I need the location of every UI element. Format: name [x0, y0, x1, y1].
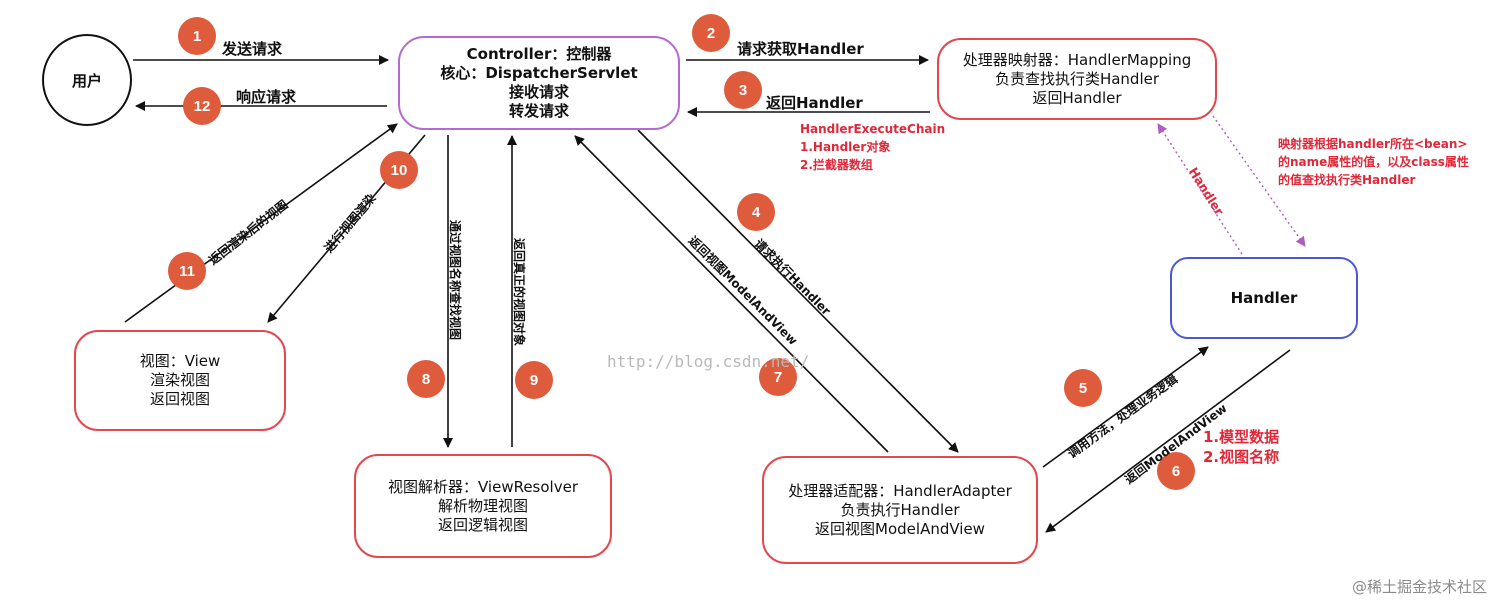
adapter-line-3: 返回视图ModelAndView [815, 519, 985, 538]
mapping-note-line-1: 映射器根据handler所在<bean> [1278, 137, 1468, 151]
mapping-note-line-3: 的值查找执行类Handler [1278, 173, 1416, 187]
mapping-line-2: 负责查找执行类Handler [994, 69, 1160, 88]
mapping-line-3: 返回Handler [1032, 88, 1122, 107]
step-label-12: 响应请求 [236, 88, 297, 106]
view-line-3: 返回视图 [149, 390, 210, 408]
view-line-2: 渲染视图 [149, 371, 210, 389]
watermark: http://blog.csdn.net/ [607, 352, 810, 371]
user-node: 用户 [42, 34, 132, 126]
resolver-line-1: 视图解析器：ViewResolver [387, 477, 578, 496]
step-badge-4: 4 [737, 193, 775, 231]
step-label-8: 通过视图名称查找视图 [448, 220, 462, 341]
user-label: 用户 [71, 71, 102, 90]
chain-note-line-2: 1.Handler对象 [800, 140, 891, 154]
view-resolver-node: 视图解析器：ViewResolver 解析物理视图 返回逻辑视图 [354, 454, 612, 558]
step-label-2: 请求获取Handler [737, 40, 864, 58]
resolver-line-2: 解析物理视图 [437, 496, 528, 515]
step-badge-7: 7 [759, 358, 797, 396]
step-badge-2: 2 [692, 14, 730, 52]
chain-note: HandlerExecuteChain 1.Handler对象 2.拦截器数组 [800, 120, 945, 174]
chain-note-line-3: 2.拦截器数组 [800, 158, 873, 172]
model-note-line-1: 1.模型数据 [1203, 428, 1280, 446]
step-badge-9: 9 [515, 361, 553, 399]
chain-note-line-1: HandlerExecuteChain [800, 122, 946, 136]
model-note: 1.模型数据 2.视图名称 [1203, 427, 1279, 467]
step-badge-8: 8 [407, 360, 445, 398]
arrow-6 [1045, 349, 1291, 533]
controller-line-4: 转发请求 [508, 102, 569, 120]
handler-adapter-node: 处理器适配器：HandlerAdapter 负责执行Handler 返回视图Mo… [762, 456, 1038, 564]
step-badge-12: 12 [183, 87, 221, 125]
resolver-line-3: 返回逻辑视图 [437, 515, 528, 534]
step-badge-3: 3 [724, 71, 762, 109]
controller-line-3: 接收请求 [508, 83, 569, 101]
adapter-line-1: 处理器适配器：HandlerAdapter [788, 481, 1012, 500]
step-badge-10: 10 [380, 151, 418, 189]
arrow-handler-to-mapping [1157, 123, 1243, 255]
mapping-note-line-2: 的name属性的值，以及class属性 [1278, 155, 1469, 169]
step-label-3: 返回Handler [766, 94, 863, 112]
controller-node: Controller：控制器 核心：DispatcherServlet 接收请求… [398, 36, 680, 130]
mapping-note: 映射器根据handler所在<bean> 的name属性的值，以及class属性… [1278, 135, 1469, 189]
handler-mapping-node: 处理器映射器：HandlerMapping 负责查找执行类Handler 返回H… [937, 38, 1217, 120]
step-label-1: 发送请求 [222, 40, 283, 58]
step-badge-11: 11 [168, 252, 206, 290]
view-line-1: 视图：View [139, 352, 221, 370]
arrow-11 [124, 123, 398, 323]
handler-label: Handler [1230, 288, 1298, 307]
controller-line-1: Controller：控制器 [466, 45, 612, 63]
view-node: 视图：View 渲染视图 返回视图 [74, 330, 286, 431]
arrow-7 [574, 135, 889, 453]
credit: @稀土掘金技术社区 [1351, 578, 1487, 596]
step-badge-5: 5 [1064, 369, 1102, 407]
step-badge-1: 1 [178, 17, 216, 55]
arrow-5 [1042, 346, 1209, 468]
mapping-line-1: 处理器映射器：HandlerMapping [962, 50, 1192, 69]
arrow-mapping-to-handler [1212, 115, 1306, 247]
arrow-4 [637, 129, 959, 453]
handler-node: Handler [1170, 257, 1358, 339]
adapter-line-2: 负责执行Handler [840, 500, 960, 519]
controller-line-2: 核心：DispatcherServlet [440, 64, 638, 82]
model-note-line-2: 2.视图名称 [1203, 448, 1280, 466]
step-label-9: 返回真正的视图对象 [512, 238, 526, 347]
step-badge-6: 6 [1157, 452, 1195, 490]
